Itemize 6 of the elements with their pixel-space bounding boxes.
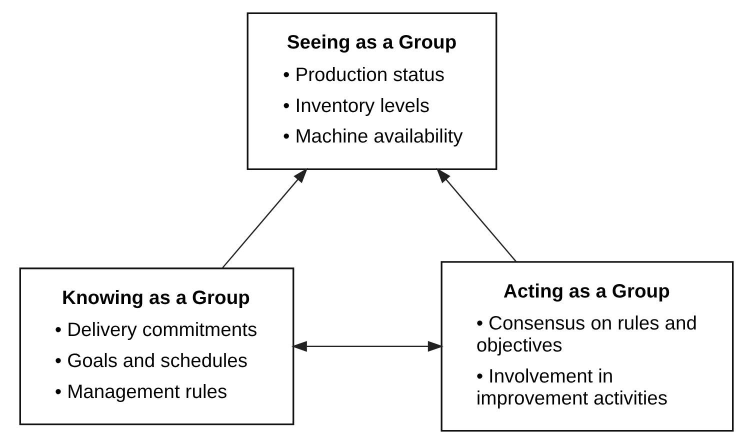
arrow [436, 168, 516, 262]
arrow [290, 340, 443, 352]
node-box: Knowing as a Group • Delivery commitments • Goals and schedules • Management rules [18, 268, 294, 426]
arrow [221, 168, 308, 269]
node-box: Seeing as a Group • Production status • Inventory levels • Machine availability [246, 12, 497, 170]
node-box: Acting as a Group • Consensus on rules and objectives • Involvement in improvement activities [440, 261, 734, 432]
